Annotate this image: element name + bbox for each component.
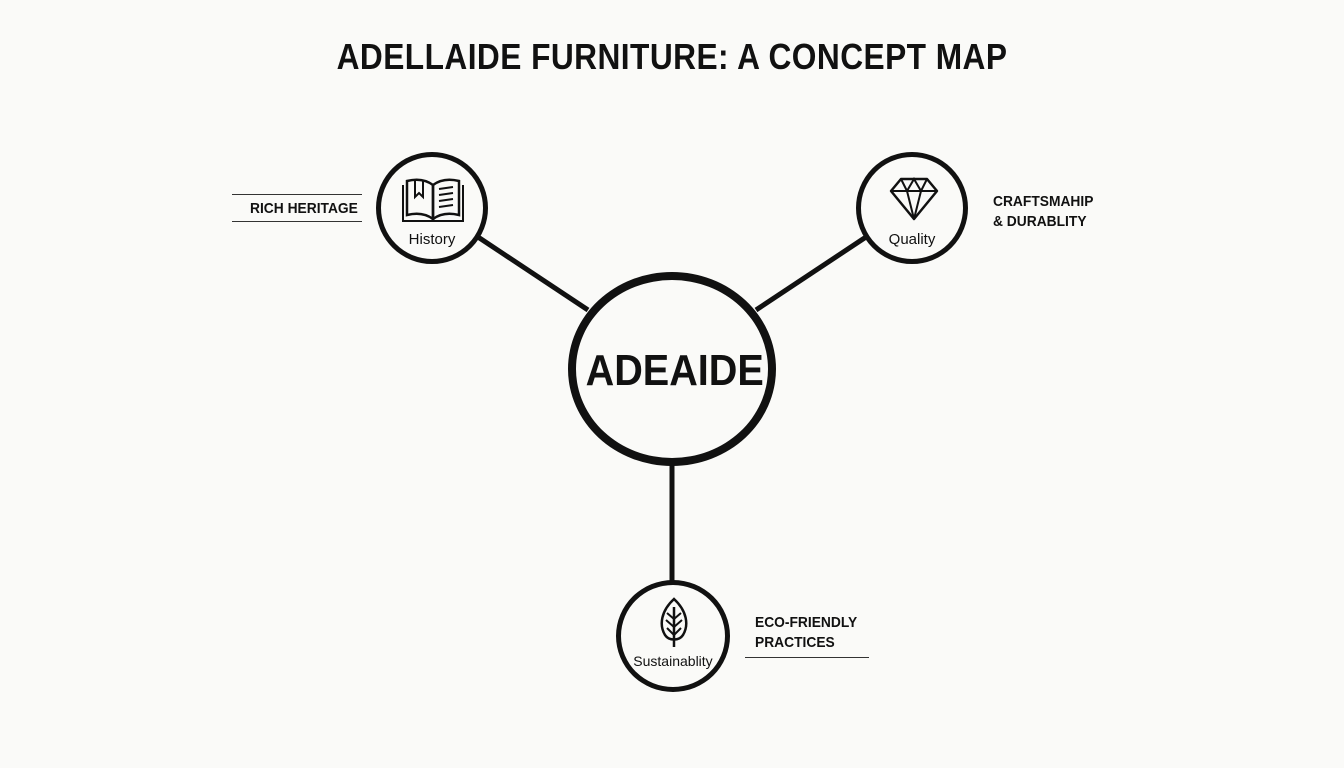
- history-label: History: [408, 231, 456, 248]
- sustainability-note-line1: ECO-FRIENDLY: [755, 614, 858, 631]
- diagram-title: ADELLAIDE FURNITURE: A CONCEPT MAP: [336, 36, 1008, 77]
- history-note-rule-top: [232, 194, 362, 195]
- center-node[interactable]: ADEAIDE: [568, 272, 776, 466]
- center-label: ADEAIDE: [585, 346, 764, 395]
- sustainability-node[interactable]: Sustainablity: [616, 580, 730, 692]
- open-book-icon: [401, 175, 465, 230]
- diamond-icon: [889, 175, 939, 226]
- quality-node[interactable]: Quality: [856, 152, 968, 264]
- quality-note-line1: CRAFTSMAHIP: [993, 193, 1094, 210]
- quality-label: Quality: [888, 231, 936, 248]
- connector-quality: [754, 234, 868, 313]
- sustainability-note-line2: PRACTICES: [755, 634, 835, 651]
- history-note-rule-bottom: [232, 221, 362, 222]
- sustainability-label: Sustainablity: [633, 653, 713, 669]
- sustainability-note-rule: [745, 657, 869, 658]
- history-note: RICH HERITAGE: [250, 200, 358, 217]
- leaf-icon: [657, 597, 691, 654]
- connector-history: [476, 234, 590, 313]
- quality-note-line2: & DURABLITY: [993, 213, 1087, 230]
- history-node[interactable]: History: [376, 152, 488, 264]
